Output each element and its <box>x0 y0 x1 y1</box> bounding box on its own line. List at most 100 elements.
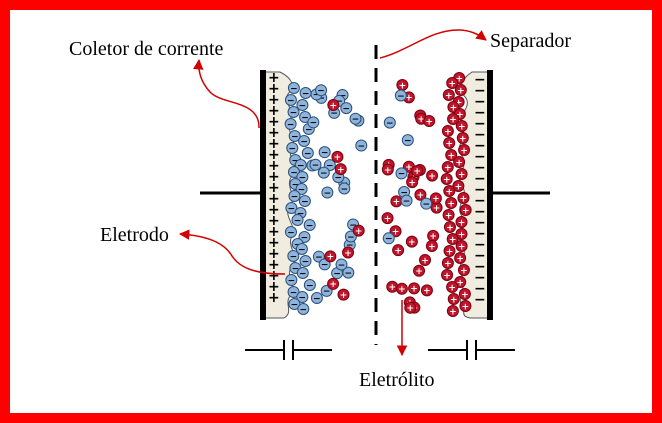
svg-text:−: − <box>320 169 328 179</box>
svg-text:+: + <box>458 170 466 180</box>
svg-text:−: − <box>290 288 298 298</box>
anion-ion: − <box>295 183 308 195</box>
cation-ion: + <box>352 224 365 237</box>
svg-text:−: − <box>288 204 296 214</box>
cation-ion: + <box>408 282 421 295</box>
cation-ion: + <box>337 288 350 301</box>
svg-text:+: + <box>429 232 437 242</box>
svg-text:+: + <box>417 191 425 201</box>
svg-text:−: − <box>318 94 326 104</box>
minus-sign: − <box>474 248 486 264</box>
cation-ion: + <box>454 84 467 96</box>
svg-text:+: + <box>456 278 464 288</box>
svg-text:−: − <box>290 252 298 262</box>
cation-ion: + <box>411 164 424 177</box>
cation-ion: + <box>381 212 394 224</box>
anion-ion: − <box>287 82 300 94</box>
anion-ion: − <box>310 292 323 304</box>
svg-text:−: − <box>323 287 331 297</box>
svg-text:+: + <box>460 266 468 276</box>
svg-text:+: + <box>444 259 452 269</box>
cation-ion: + <box>441 125 454 137</box>
svg-text:+: + <box>444 163 452 173</box>
svg-text:+: + <box>327 253 335 263</box>
svg-text:−: − <box>317 86 325 96</box>
svg-text:+: + <box>450 103 458 113</box>
svg-text:−: − <box>302 257 310 267</box>
anion-ion: − <box>318 146 331 158</box>
svg-text:+: + <box>448 283 456 293</box>
minus-sign: − <box>474 259 486 275</box>
svg-text:−: − <box>301 197 309 207</box>
svg-text:−: − <box>343 104 351 114</box>
cation-ion: + <box>457 192 470 204</box>
svg-text:−: − <box>287 96 295 106</box>
plus-sign: + <box>268 136 280 152</box>
minus-sign: − <box>474 160 486 176</box>
svg-text:+: + <box>384 166 392 176</box>
minus-sign: − <box>474 193 486 209</box>
svg-text:+: + <box>455 98 463 108</box>
cation-ion: + <box>455 240 468 252</box>
svg-text:+: + <box>392 228 400 238</box>
plus-sign: + <box>268 268 280 284</box>
svg-text:+: + <box>384 214 392 224</box>
anion-ion: − <box>284 226 297 238</box>
cation-ion: + <box>446 233 459 245</box>
svg-text:+: + <box>421 256 429 266</box>
anion-ion: − <box>288 190 301 202</box>
svg-text:−: − <box>346 241 354 251</box>
svg-text:+: + <box>449 235 457 245</box>
svg-text:−: − <box>299 293 307 303</box>
svg-text:+: + <box>423 287 431 297</box>
svg-text:−: − <box>321 148 329 158</box>
svg-text:+: + <box>456 110 464 120</box>
cation-ion: + <box>396 78 409 91</box>
svg-text:−: − <box>298 185 306 195</box>
svg-text:−: − <box>299 269 307 279</box>
anion-ion: − <box>285 202 298 214</box>
cation-ion: + <box>457 264 470 276</box>
svg-text:+: + <box>433 204 441 214</box>
cation-ion: + <box>334 163 347 175</box>
cation-ion: + <box>455 168 468 180</box>
anion-ion: − <box>288 130 301 142</box>
svg-text:−: − <box>326 161 334 171</box>
anion-ion: − <box>287 106 300 118</box>
svg-text:+: + <box>462 206 470 216</box>
anion-ion: − <box>395 167 408 180</box>
cation-ion: + <box>458 144 471 156</box>
anion-ion: − <box>338 182 351 195</box>
cation-ion: + <box>455 216 468 228</box>
svg-text:+: + <box>405 163 413 173</box>
svg-text:−: − <box>301 113 309 123</box>
cation-ion: + <box>445 149 458 161</box>
plus-sign: + <box>268 125 280 141</box>
minus-sign: − <box>474 215 486 231</box>
svg-text:−: − <box>347 233 355 243</box>
anion-ion: − <box>317 166 330 179</box>
minus-sign: − <box>474 116 486 132</box>
plus-sign: + <box>268 246 280 262</box>
separator-arrow <box>379 29 487 59</box>
svg-text:+: + <box>432 195 440 205</box>
svg-text:−: − <box>299 173 307 183</box>
cation-ion: + <box>441 161 454 173</box>
svg-text:+: + <box>458 218 466 228</box>
svg-text:+: + <box>448 79 456 89</box>
cation-ion: + <box>414 188 427 201</box>
svg-text:−: − <box>306 221 314 231</box>
cation-ion: + <box>390 195 403 208</box>
svg-text:+: + <box>405 94 413 104</box>
electrode-arrow <box>178 229 286 275</box>
svg-text:+: + <box>443 271 451 281</box>
svg-text:−: − <box>386 119 394 129</box>
diagram-background <box>10 10 652 413</box>
cation-ion: + <box>327 99 340 111</box>
svg-text:+: + <box>393 198 401 208</box>
cation-ion: + <box>441 269 454 281</box>
minus-sign: − <box>474 204 486 220</box>
plus-sign: + <box>268 224 280 240</box>
svg-text:+: + <box>446 247 454 257</box>
svg-text:+: + <box>445 91 453 101</box>
